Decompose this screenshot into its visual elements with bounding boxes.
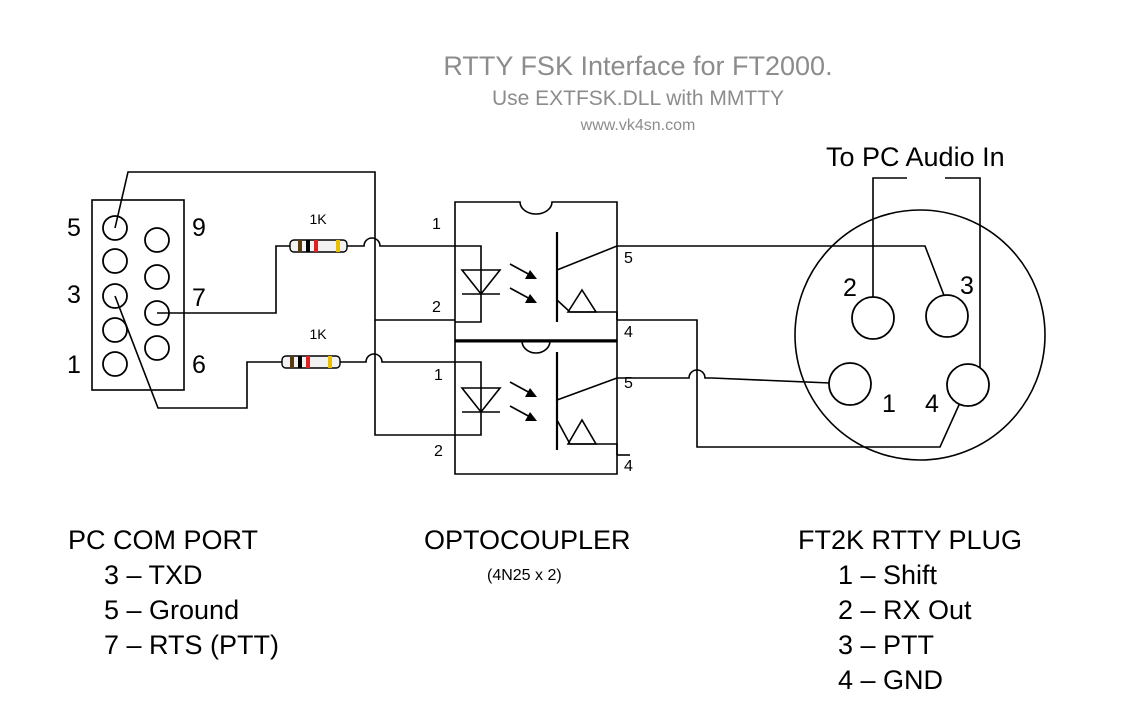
db9-connector: 5 9 3 7 1 6 [67, 199, 206, 391]
wire-ground [114, 171, 455, 321]
opto-top-pin-5: 5 [624, 250, 633, 267]
website-url: www.vk4sn.com [580, 117, 696, 134]
legend-com-line: 7 – RTS (PTT) [104, 630, 280, 660]
resistor-2-band-4 [328, 356, 332, 368]
resistor-1-body [289, 239, 348, 253]
wire-audio [872, 177, 907, 312]
opto-bottom-pin-2: 2 [434, 443, 443, 460]
opto-bottom-led-wires [455, 361, 482, 436]
db9-label-1: 1 [67, 351, 81, 379]
plug-socket-4 [946, 363, 990, 407]
legend-plug-line: 1 – Shift [838, 560, 938, 590]
db9-body [91, 199, 185, 391]
db9-hole-1 [102, 351, 128, 377]
db9-hole-9 [144, 227, 170, 253]
plug-body [794, 209, 1046, 461]
wire-audio-2 [945, 177, 981, 378]
legend-com-heading: PC COM PORT [68, 525, 259, 555]
plug-label-3: 3 [960, 272, 974, 300]
resistor-2-band-1 [290, 356, 294, 368]
optocoupler-top [454, 201, 618, 341]
db9-label-3: 3 [67, 281, 81, 309]
ft2k-plug: 2 3 1 4 [794, 209, 1046, 461]
resistor-1-band-1 [298, 240, 302, 252]
wires [114, 171, 981, 456]
db9-hole-6 [144, 335, 170, 361]
db9-hole-2 [102, 317, 128, 343]
legend-opto-sub: (4N25 x 2) [487, 567, 562, 584]
legend-opto-heading: OPTOCOUPLER [424, 525, 631, 555]
legend-plug-heading: FT2K RTTY PLUG [798, 525, 1023, 555]
plug-socket-2 [851, 296, 895, 340]
resistor-1-band-4 [336, 240, 340, 252]
wire-txd [114, 295, 282, 409]
db9-hole-4 [102, 248, 128, 274]
plug-label-1: 1 [882, 390, 896, 418]
opto-bottom-pin-5: 5 [624, 375, 633, 392]
legend-plug-line: 4 – GND [838, 665, 944, 695]
opto-bottom-led-triangle [460, 387, 502, 414]
opto-top-pin-1: 1 [432, 216, 441, 233]
opto-top-body [454, 201, 618, 341]
db9-label-6: 6 [192, 351, 206, 379]
resistor-2-label: 1K [309, 326, 327, 342]
diagram-title: RTTY FSK Interface for FT2000. [443, 51, 832, 81]
opto-bottom-body [454, 340, 618, 475]
resistor-1-band-3 [314, 240, 318, 252]
plug-socket-3 [925, 294, 969, 338]
resistor-2-body [281, 355, 341, 369]
resistor-2: 1K [281, 326, 341, 369]
audio-in-label: To PC Audio In [826, 142, 1005, 172]
wire-ground-2 [374, 320, 455, 436]
resistor-1-label: 1K [309, 211, 327, 227]
diagram-subtitle: Use EXTFSK.DLL with MMTTY [492, 87, 784, 110]
resistor-2-band-2 [298, 356, 302, 368]
plug-label-4: 4 [925, 390, 939, 418]
db9-label-9: 9 [192, 214, 206, 242]
optocoupler-bottom [454, 340, 618, 475]
wire-txd-r [340, 353, 455, 363]
db9-label-5: 5 [67, 214, 81, 242]
legend-plug-line: 3 – PTT [838, 630, 935, 660]
plug-label-2: 2 [843, 274, 857, 302]
legend-com-port: PC COM PORT 3 – TXD 5 – Ground 7 – RTS (… [68, 523, 279, 663]
db9-label-7: 7 [192, 284, 206, 312]
legend-com-line: 5 – Ground [104, 595, 240, 625]
db9-hole-8 [144, 264, 170, 290]
plug-socket-1 [828, 362, 872, 406]
legend-com-line: 3 – TXD [104, 560, 203, 590]
legend-ft2k-plug: FT2K RTTY PLUG 1 – Shift 2 – RX Out 3 – … [798, 523, 1022, 698]
wire-pin1 [617, 369, 831, 384]
opto-top-pin-2: 2 [432, 299, 441, 316]
wire-pin2 [617, 245, 946, 299]
opto-top-led-wires [455, 245, 482, 323]
resistor-1: 1K [289, 211, 348, 253]
resistor-1-band-2 [306, 240, 310, 252]
opto-top-led-triangle [460, 269, 502, 296]
opto-bottom-pin-4: 4 [624, 458, 633, 475]
wire-rts-r [347, 237, 455, 247]
opto-bottom-pin-1: 1 [434, 367, 443, 384]
legend-optocoupler: OPTOCOUPLER (4N25 x 2) [424, 523, 631, 587]
resistor-2-band-3 [306, 356, 310, 368]
legend-plug-line: 2 – RX Out [838, 595, 972, 625]
wire-rts [157, 245, 290, 314]
opto-top-pin-4: 4 [624, 324, 633, 341]
wire-pin4 [617, 319, 969, 448]
